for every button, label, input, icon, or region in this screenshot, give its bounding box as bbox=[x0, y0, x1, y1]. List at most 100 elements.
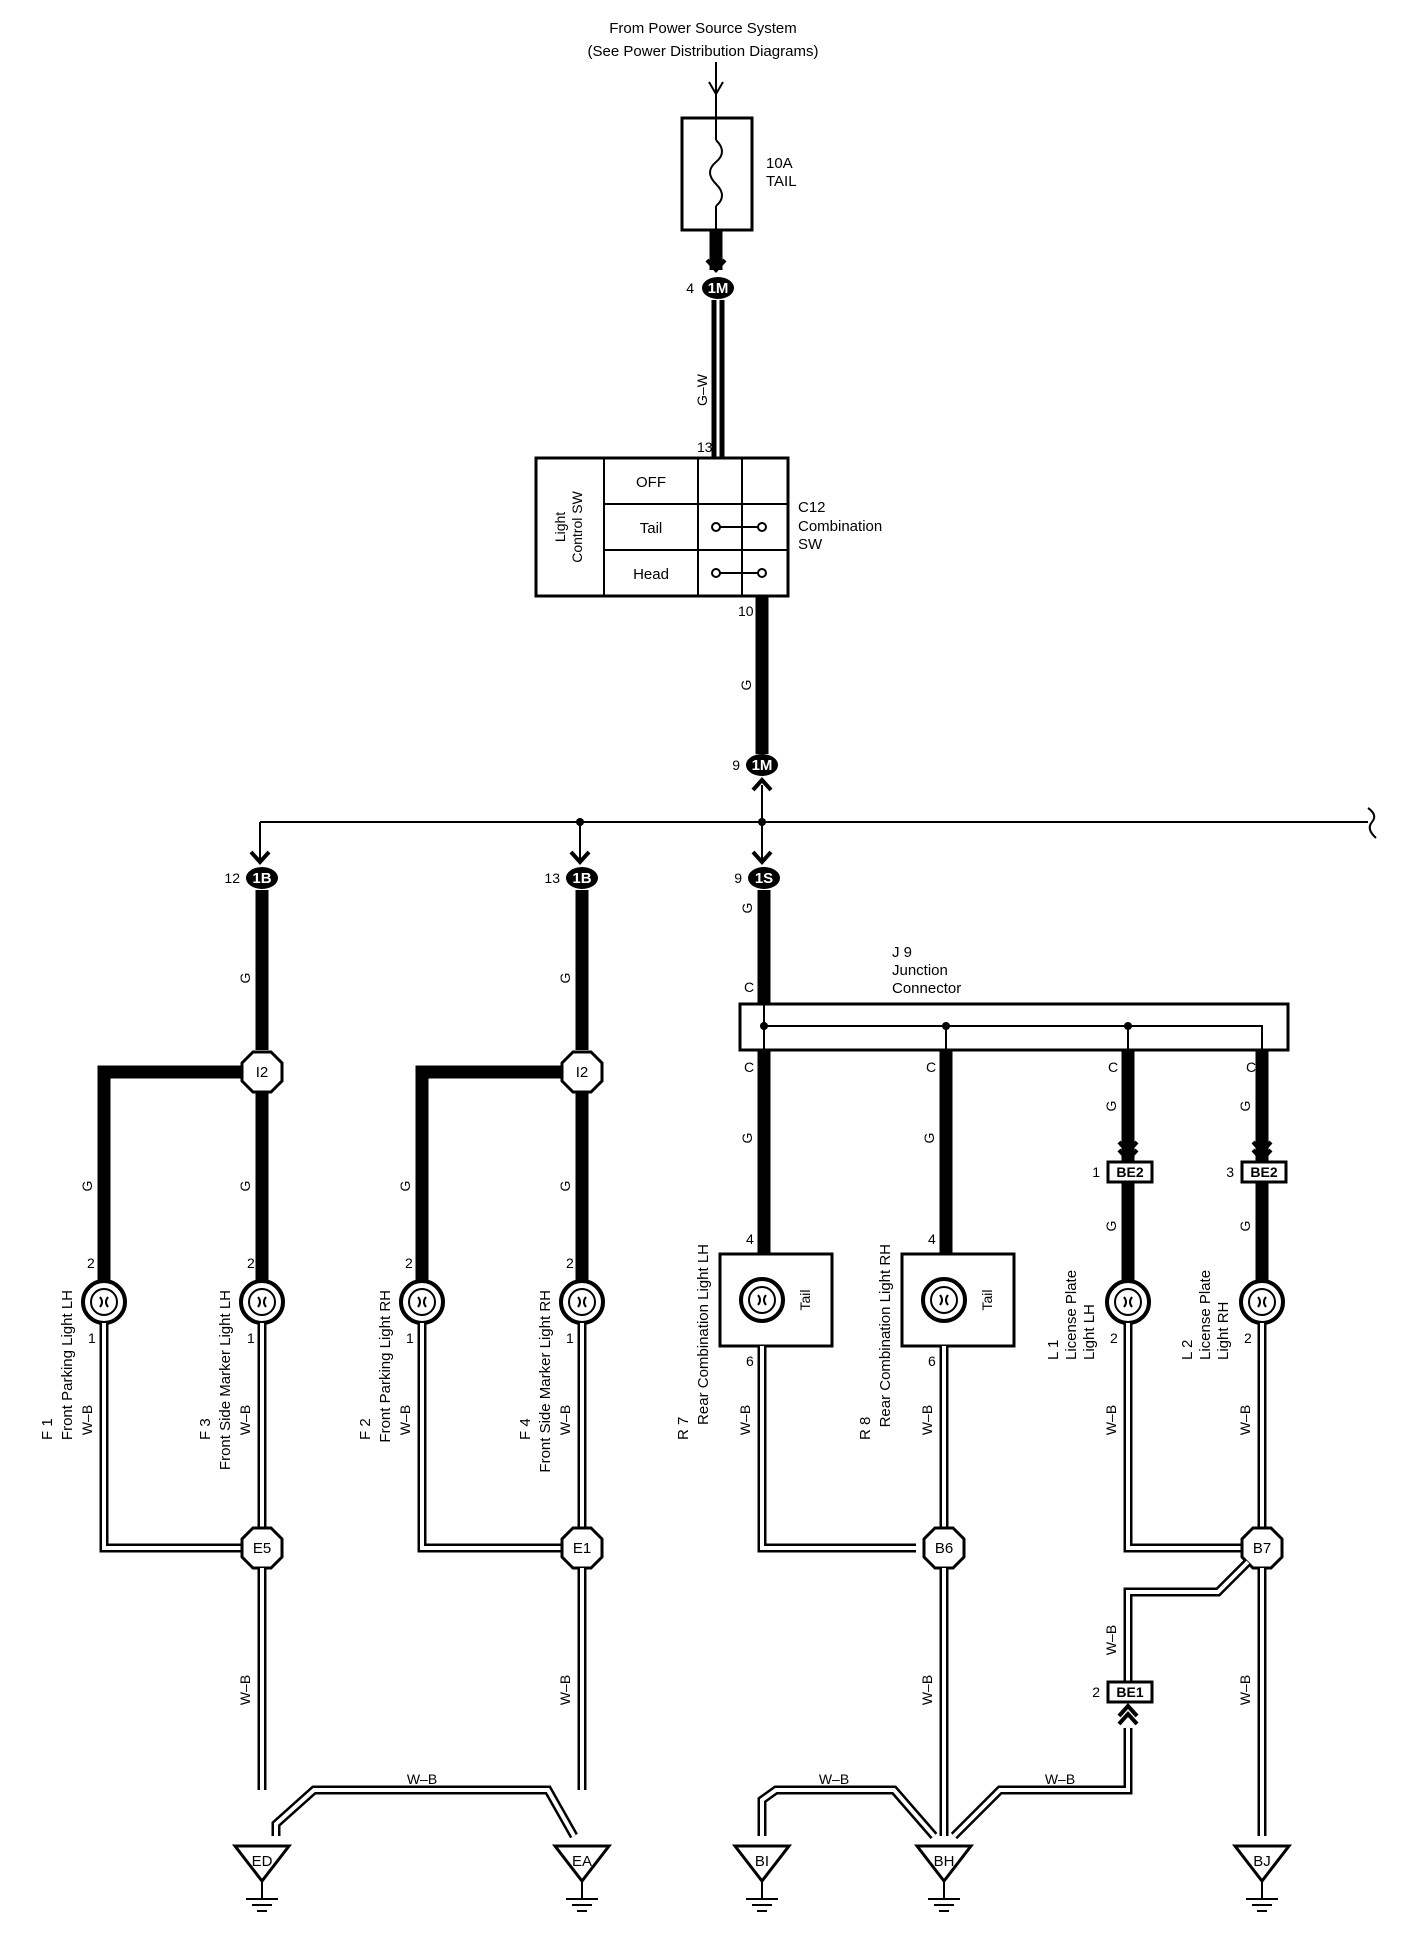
ground-ED: ED bbox=[252, 1853, 273, 1870]
junction-code: J 9 bbox=[892, 944, 912, 961]
pin-1-be2: 1 bbox=[1092, 1164, 1100, 1180]
f2-name: Front Parking Light RH bbox=[377, 1290, 394, 1443]
f2-bulb-icon bbox=[399, 1279, 445, 1325]
switch-name-1: Combination bbox=[798, 518, 882, 535]
pin-2-l1: 2 bbox=[1110, 1330, 1118, 1346]
wire-wb-e1: W–B bbox=[557, 1675, 573, 1705]
pin-1-f3: 1 bbox=[247, 1330, 255, 1346]
conn-1B-right: 1B bbox=[572, 870, 591, 887]
wire-g-f1: G bbox=[79, 1181, 95, 1192]
f2-code: F 2 bbox=[357, 1418, 374, 1440]
input-arrow-icon bbox=[708, 81, 724, 96]
fuse-name: TAIL bbox=[766, 173, 797, 190]
pin-9-1M: 9 bbox=[732, 757, 740, 773]
pin-2-f2: 2 bbox=[405, 1255, 413, 1271]
pin-4-r7: 4 bbox=[746, 1231, 754, 1247]
wire-g-l2-top: G bbox=[1237, 1101, 1253, 1112]
wire-wb-e5: W–B bbox=[237, 1675, 253, 1705]
wire-g-1B-left: G bbox=[237, 973, 253, 984]
j9-pin-c-4: C bbox=[1246, 1059, 1256, 1075]
pin-3-be2: 3 bbox=[1226, 1164, 1234, 1180]
r8-name: Rear Combination Light RH bbox=[877, 1244, 894, 1427]
l1-bulb-icon bbox=[1105, 1279, 1151, 1325]
wire-g-f3: G bbox=[237, 1181, 253, 1192]
conn-1B-left: 1B bbox=[252, 870, 271, 887]
wire-wb-bh: W–B bbox=[919, 1675, 935, 1705]
j9-pin-c-top: C bbox=[744, 979, 754, 995]
l1-name-2: Light LH bbox=[1081, 1304, 1098, 1360]
wire-g-l1: G bbox=[1103, 1221, 1119, 1232]
fuse-icon bbox=[709, 139, 723, 207]
conn-E1: E1 bbox=[573, 1540, 591, 1557]
f4-name: Front Side Marker Light RH bbox=[537, 1290, 554, 1473]
conn-B7: B7 bbox=[1253, 1540, 1271, 1557]
r7-code: R 7 bbox=[675, 1417, 692, 1440]
pin-13-switch: 13 bbox=[697, 439, 713, 455]
switch-row-tail: Tail bbox=[640, 520, 663, 537]
source-title: From Power Source System bbox=[609, 20, 797, 37]
switch-side-label-1: Light bbox=[552, 512, 568, 542]
tail-contact-icon bbox=[711, 522, 767, 532]
wire-g-1S: G bbox=[739, 903, 755, 914]
conn-1S: 1S bbox=[755, 870, 773, 887]
pin-6-r7: 6 bbox=[746, 1353, 754, 1369]
pin-2-f1: 2 bbox=[87, 1255, 95, 1271]
ground-EA: EA bbox=[572, 1853, 592, 1870]
j9-pin-c-1: C bbox=[744, 1059, 754, 1075]
pin-2-f3: 2 bbox=[247, 1255, 255, 1271]
wire-g-l1-top: G bbox=[1103, 1101, 1119, 1112]
wire-g-f4: G bbox=[557, 1181, 573, 1192]
fuse-rating: 10A bbox=[766, 155, 793, 172]
f3-name: Front Side Marker Light LH bbox=[217, 1290, 234, 1470]
conn-1M-top: 1M bbox=[708, 280, 729, 297]
source-subtitle: (See Power Distribution Diagrams) bbox=[588, 43, 819, 60]
l2-code: L 2 bbox=[1179, 1340, 1196, 1360]
conn-BE2-l1: BE2 bbox=[1116, 1164, 1143, 1180]
switch-name-2: SW bbox=[798, 536, 823, 553]
wire-color-g-main: G bbox=[738, 680, 754, 691]
pin-2-be1: 2 bbox=[1092, 1684, 1100, 1700]
wire-color-gw: G–W bbox=[694, 373, 710, 406]
j9-pin-c-2: C bbox=[926, 1059, 936, 1075]
wire-g-l2: G bbox=[1237, 1221, 1253, 1232]
f4-bulb-icon bbox=[559, 1279, 605, 1325]
f1-code: F 1 bbox=[39, 1418, 56, 1440]
pin-4-top: 4 bbox=[686, 280, 694, 296]
l2-name-2: Light RH bbox=[1215, 1302, 1232, 1360]
ground-BJ: BJ bbox=[1253, 1853, 1271, 1870]
conn-I2-left: I2 bbox=[256, 1064, 269, 1081]
pin-1-f1: 1 bbox=[88, 1330, 96, 1346]
f4-code: F 4 bbox=[517, 1418, 534, 1440]
l2-name-1: License Plate bbox=[1197, 1270, 1214, 1360]
f1-name: Front Parking Light LH bbox=[59, 1290, 76, 1440]
wire-wb-bj: W–B bbox=[1237, 1675, 1253, 1705]
wire-g-f2: G bbox=[397, 1181, 413, 1192]
pin-9-1S: 9 bbox=[734, 870, 742, 886]
l1-code: L 1 bbox=[1045, 1340, 1062, 1360]
switch-side-label-2: Control SW bbox=[569, 490, 585, 562]
ground-BI: BI bbox=[755, 1853, 769, 1870]
ground-BH: BH bbox=[934, 1853, 955, 1870]
pin-1-f2: 1 bbox=[406, 1330, 414, 1346]
wire-g-r7: G bbox=[739, 1133, 755, 1144]
pin-6-r8: 6 bbox=[928, 1353, 936, 1369]
r8-code: R 8 bbox=[857, 1417, 874, 1440]
wire-wb-ed-ea: W–B bbox=[407, 1771, 437, 1787]
r7-name: Rear Combination Light LH bbox=[695, 1244, 712, 1425]
wire-wb-f2: W–B bbox=[397, 1405, 413, 1435]
pin-13-1B: 13 bbox=[544, 870, 560, 886]
pin-12-1B: 12 bbox=[224, 870, 240, 886]
f1-bulb-icon bbox=[81, 1279, 127, 1325]
f3-bulb-icon bbox=[239, 1279, 285, 1325]
r7-inner-label: Tail bbox=[797, 1289, 813, 1310]
r7-bulb-icon bbox=[739, 1277, 785, 1323]
conn-I2-right: I2 bbox=[576, 1064, 589, 1081]
wire-g-1B-right: G bbox=[557, 973, 573, 984]
junction-name-2: Connector bbox=[892, 980, 961, 997]
f3-code: F 3 bbox=[197, 1418, 214, 1440]
r8-bulb-icon bbox=[921, 1277, 967, 1323]
conn-B6: B6 bbox=[935, 1540, 953, 1557]
l1-name-1: License Plate bbox=[1063, 1270, 1080, 1360]
junction-name-1: Junction bbox=[892, 962, 948, 979]
